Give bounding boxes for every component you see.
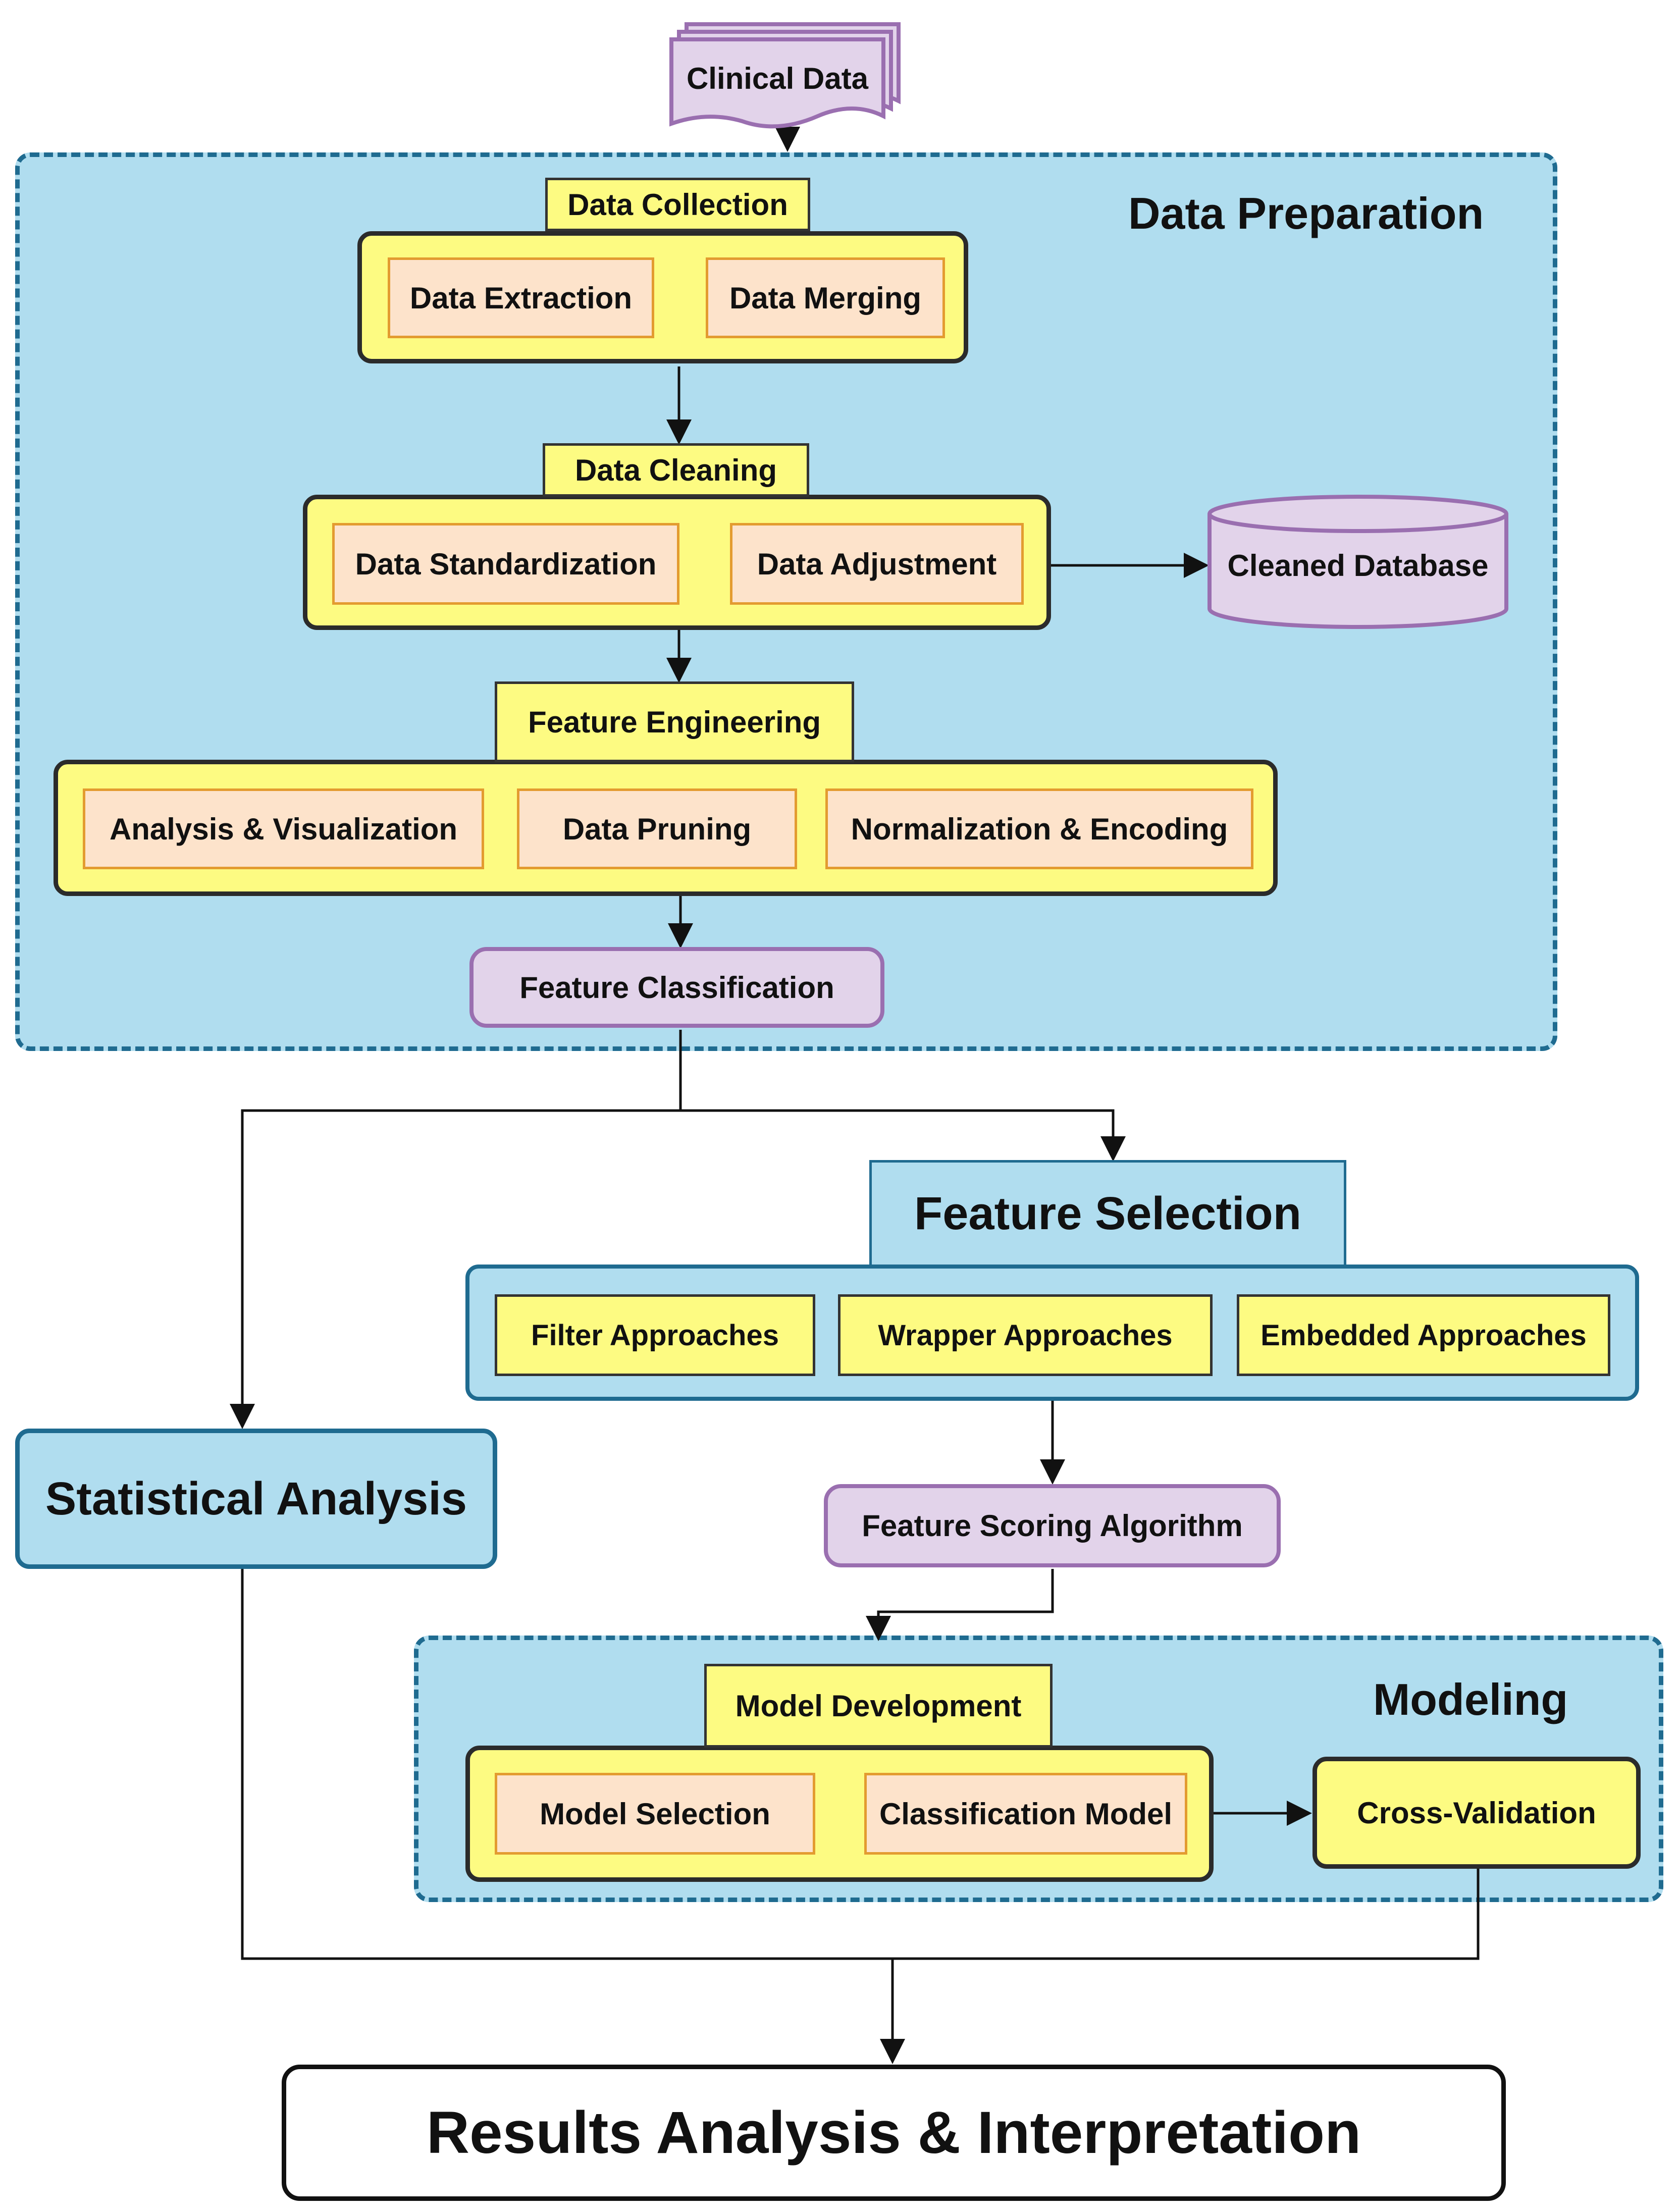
model-development-tab: Model Development bbox=[704, 1664, 1053, 1748]
feature-selection-tab: Feature Selection bbox=[869, 1160, 1346, 1267]
data-collection-tab: Data Collection bbox=[545, 178, 810, 231]
analysis-visualization-box: Analysis & Visualization bbox=[83, 788, 484, 869]
model-selection-box: Model Selection bbox=[495, 1773, 815, 1855]
clinical-data-label: Clinical Data bbox=[686, 61, 869, 95]
data-cleaning-tab: Data Cleaning bbox=[543, 443, 809, 497]
data-extraction-box: Data Extraction bbox=[388, 257, 654, 338]
statistical-analysis-node: Statistical Analysis bbox=[15, 1429, 497, 1569]
data-preparation-title: Data Preparation bbox=[1128, 188, 1484, 238]
data-standardization-box: Data Standardization bbox=[332, 523, 679, 605]
cleaned-database-icon bbox=[1208, 495, 1508, 629]
modeling-title: Modeling bbox=[1373, 1674, 1568, 1724]
edge-statistical-to-results bbox=[241, 1569, 892, 1960]
results-node: Results Analysis & Interpretation bbox=[282, 2065, 1506, 2201]
data-pruning-box: Data Pruning bbox=[517, 788, 797, 869]
normalization-encoding-box: Normalization & Encoding bbox=[825, 788, 1253, 869]
wrapper-approaches-box: Wrapper Approaches bbox=[838, 1294, 1213, 1376]
cross-validation-node: Cross-Validation bbox=[1312, 1757, 1641, 1869]
feature-scoring-node: Feature Scoring Algorithm bbox=[824, 1484, 1281, 1567]
clinical-data-documents-icon bbox=[669, 22, 901, 129]
edge-scoring-to-modeling bbox=[866, 1569, 1054, 1641]
filter-approaches-box: Filter Approaches bbox=[495, 1294, 815, 1376]
edge-classification-to-selection bbox=[679, 1030, 1126, 1162]
classification-model-box: Classification Model bbox=[864, 1773, 1187, 1855]
feature-engineering-tab: Feature Engineering bbox=[495, 681, 854, 762]
edge-cross-validation-to-results bbox=[892, 1868, 1480, 1960]
embedded-approaches-box: Embedded Approaches bbox=[1237, 1294, 1610, 1376]
data-merging-box: Data Merging bbox=[706, 257, 945, 338]
edge-classification-to-statistical bbox=[230, 1109, 680, 1429]
data-adjustment-box: Data Adjustment bbox=[730, 523, 1024, 605]
feature-classification-node: Feature Classification bbox=[469, 947, 884, 1028]
cleaned-database-label: Cleaned Database bbox=[1227, 548, 1489, 583]
